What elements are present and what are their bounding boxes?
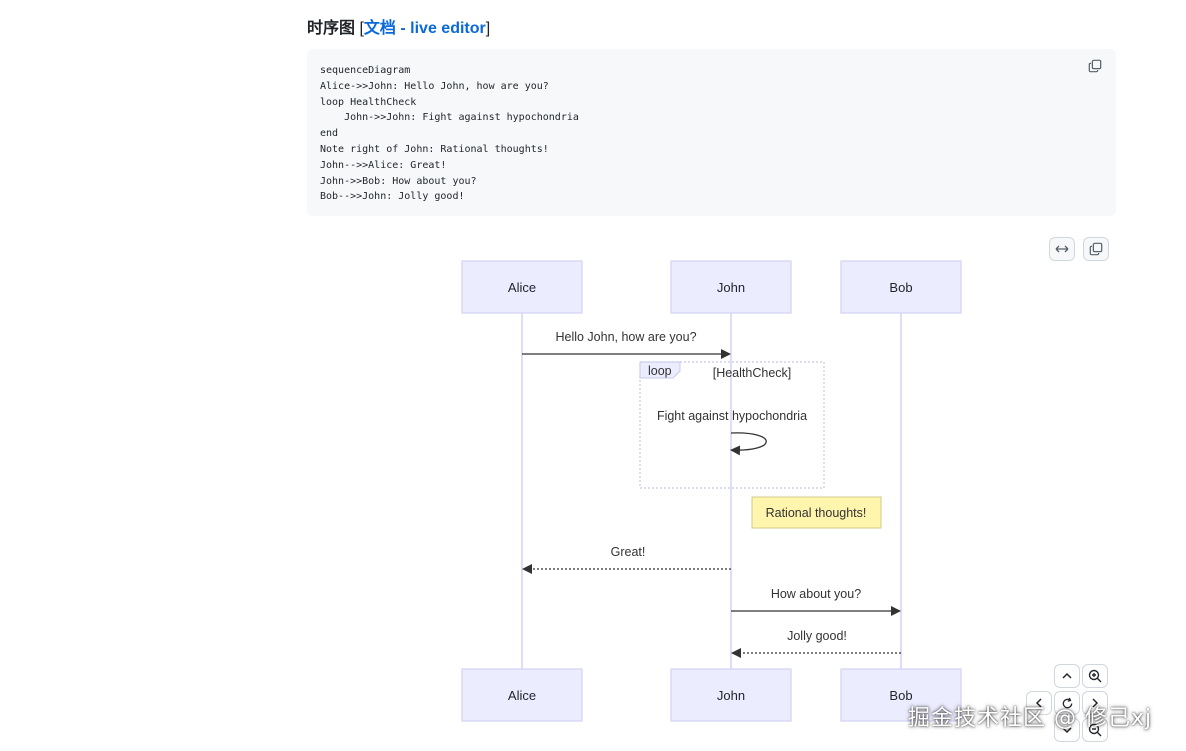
- watermark: 掘金技术社区 @ 修己xj: [908, 706, 1153, 731]
- actor-alice-bottom: Alice: [461, 668, 583, 722]
- actor-bob-bottom: Bob: [840, 668, 962, 722]
- message-label: Jolly good!: [787, 629, 847, 643]
- chevron-up-icon: [1062, 672, 1072, 679]
- code-line: loop HealthCheck: [320, 96, 417, 108]
- code-line: John-->>Alice: Great!: [320, 159, 447, 171]
- code-line: Alice->>John: Hello John, how are you?: [320, 80, 549, 92]
- self-message-arrow: [730, 432, 767, 456]
- note-text: Rational thoughts!: [766, 506, 867, 520]
- chevron-right-icon: [1092, 698, 1099, 708]
- pan-down-button[interactable]: [1054, 718, 1080, 742]
- section-heading: 时序图 [文档 - live editor]: [307, 14, 490, 38]
- link-separator: -: [395, 20, 411, 37]
- live-editor-link[interactable]: live editor: [410, 20, 486, 37]
- expand-diagram-button[interactable]: [1049, 237, 1075, 261]
- pan-right-button[interactable]: [1082, 691, 1108, 715]
- copy-code-button[interactable]: [1088, 59, 1104, 75]
- copy-icon: [1088, 59, 1102, 73]
- loop-box: [639, 361, 825, 489]
- pan-up-button[interactable]: [1054, 664, 1080, 688]
- code-line: sequenceDiagram: [320, 65, 411, 76]
- zoom-out-icon: [1088, 723, 1102, 737]
- actor-label: Bob: [889, 688, 912, 703]
- docs-link[interactable]: 文档: [363, 20, 396, 37]
- actor-alice-top: Alice: [461, 260, 583, 314]
- code-line: John->>Bob: How about you?: [320, 175, 477, 187]
- zoom-in-icon: [1088, 669, 1102, 683]
- actor-john-top: John: [670, 260, 792, 314]
- chevron-down-icon: [1062, 727, 1072, 734]
- code-text: sequenceDiagram Alice->>John: Hello John…: [320, 63, 579, 205]
- message-label: Hello John, how are you?: [555, 330, 696, 344]
- section-title: 时序图: [307, 20, 356, 37]
- actor-label: Alice: [508, 280, 536, 295]
- message-label: Fight against hypochondria: [657, 409, 807, 423]
- copy-diagram-button[interactable]: [1083, 237, 1109, 261]
- code-line: end: [320, 128, 339, 140]
- code-line: John->>John: Fight against hypochondria: [320, 112, 579, 124]
- reset-icon: [1062, 697, 1072, 708]
- expand-horizontal-icon: [1055, 245, 1069, 253]
- actor-john-bottom: John: [670, 668, 792, 722]
- pan-left-button[interactable]: [1026, 691, 1052, 715]
- note: [751, 496, 882, 529]
- loop-tab: [639, 361, 681, 379]
- code-line: Note right of John: Rational thoughts!: [320, 143, 549, 155]
- message-label: Great!: [611, 545, 646, 559]
- actor-bob-top: Bob: [840, 260, 962, 314]
- loop-keyword: loop: [648, 364, 672, 378]
- message-label: How about you?: [771, 587, 861, 601]
- actor-label: Alice: [508, 688, 536, 703]
- bracket-close: ]: [485, 20, 491, 37]
- code-line: Bob-->>John: Jolly good!: [320, 191, 465, 203]
- reset-view-button[interactable]: [1054, 691, 1080, 715]
- chevron-left-icon: [1035, 698, 1042, 708]
- actor-label: John: [717, 280, 745, 295]
- bracket-open: [: [359, 20, 364, 37]
- copy-icon: [1089, 242, 1103, 256]
- code-block: sequenceDiagram Alice->>John: Hello John…: [307, 49, 1116, 216]
- actor-label: Bob: [889, 280, 912, 295]
- loop-label: [HealthCheck]: [713, 366, 792, 380]
- zoom-out-button[interactable]: [1082, 718, 1108, 742]
- actor-label: John: [717, 688, 745, 703]
- zoom-in-button[interactable]: [1082, 664, 1108, 688]
